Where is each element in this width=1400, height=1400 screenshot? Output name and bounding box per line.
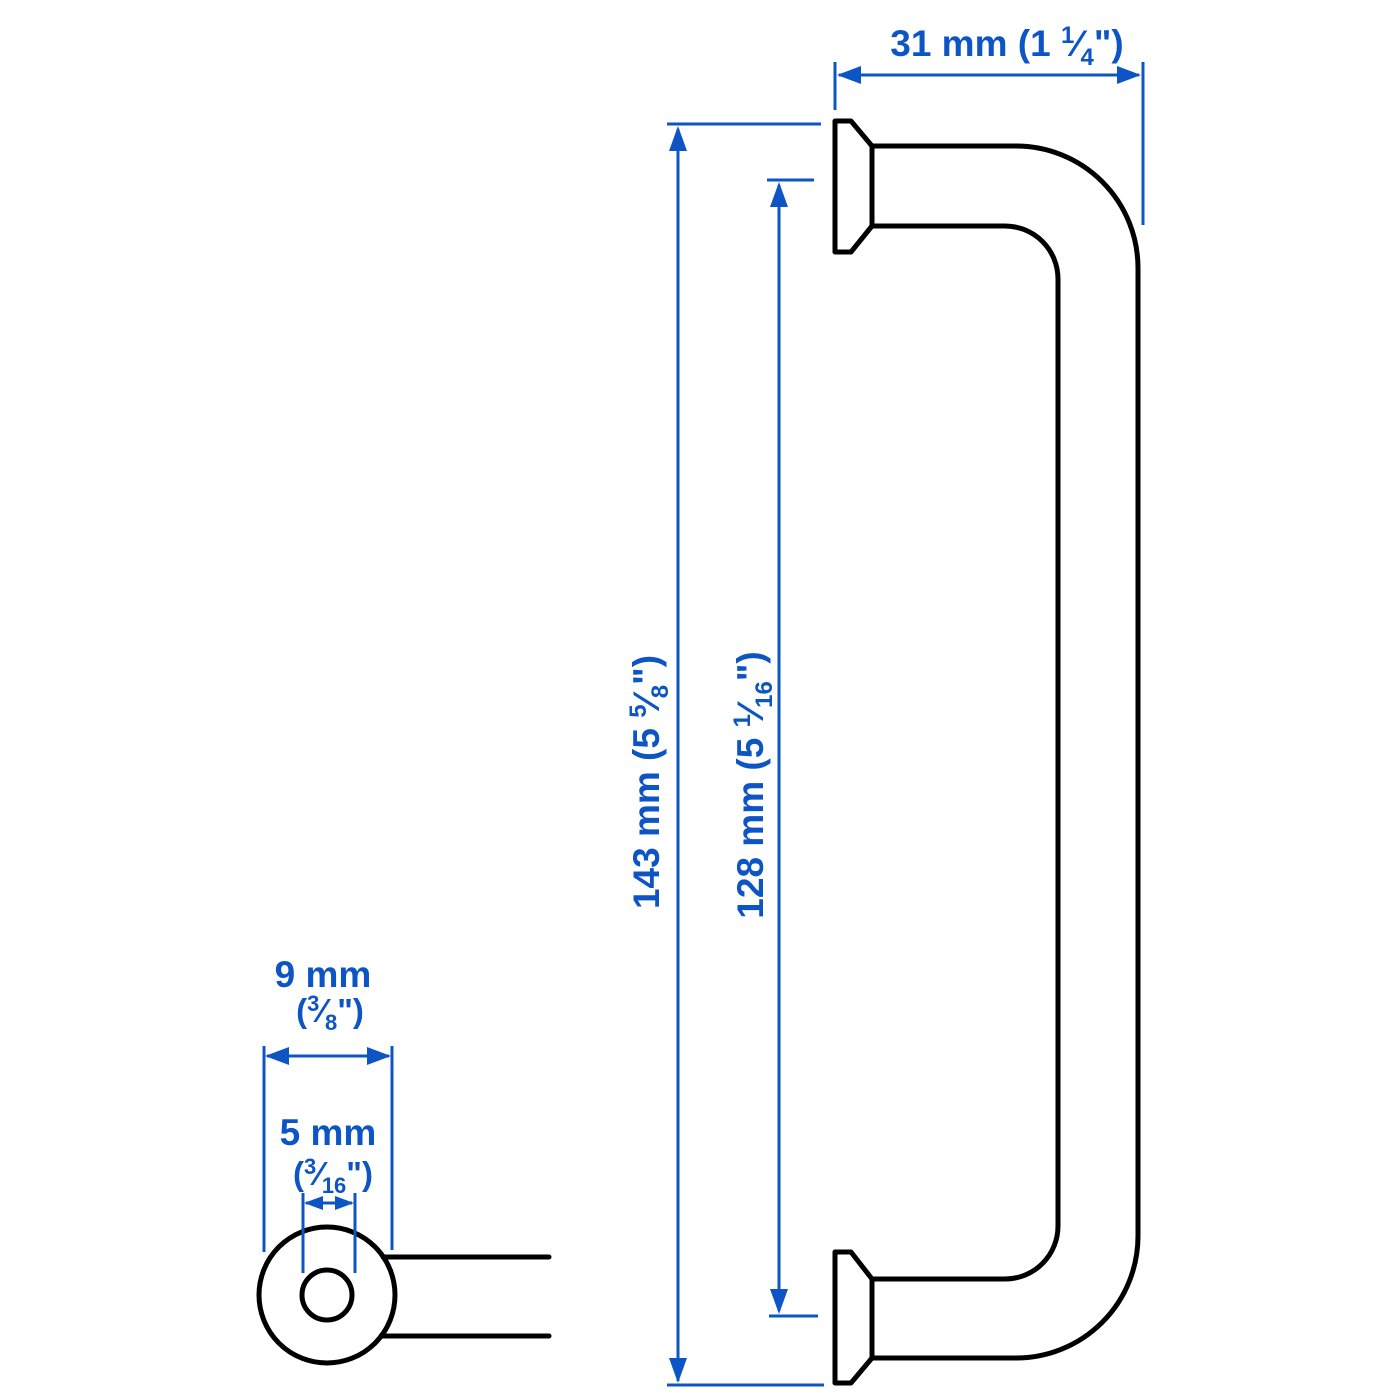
- arrowhead-right: [1117, 66, 1141, 84]
- handle-side-view: [832, 118, 1141, 1386]
- fraction-numerator: 3: [307, 991, 319, 1016]
- fraction-numerator: 1: [729, 714, 756, 727]
- handle-end-view: [256, 1224, 552, 1366]
- arrowhead-right: [367, 1047, 391, 1065]
- fraction-denominator: 8: [647, 685, 674, 698]
- width-top-label: 31 mm (1 1⁄4"): [890, 22, 1123, 71]
- label-suffix: "): [730, 651, 771, 681]
- label-prefix: (: [296, 992, 307, 1029]
- label-prefix: 143 mm (5: [626, 718, 667, 909]
- inner-diameter-inches: (3⁄16"): [293, 1154, 373, 1198]
- label-prefix: (: [293, 1155, 304, 1192]
- handle-outline: [832, 118, 1141, 1386]
- end-view-outer-circle: [256, 1224, 398, 1366]
- arrowhead-bottom: [770, 1289, 788, 1314]
- dimension-inner-diameter: 5 mm (3⁄16"): [280, 1112, 377, 1273]
- arrowhead-top: [770, 182, 788, 207]
- height-total-label: 143 mm (5 5⁄8"): [625, 655, 674, 909]
- label-suffix: "): [337, 992, 364, 1029]
- arrowhead-top: [669, 126, 687, 151]
- fraction-numerator: 5: [625, 704, 652, 717]
- fraction-numerator: 3: [304, 1154, 316, 1179]
- arrowhead-left: [304, 1196, 323, 1210]
- fraction-denominator: 16: [322, 1173, 346, 1198]
- dimension-hole-spacing: 128 mm (5 1⁄16"): [729, 178, 818, 1318]
- fraction-denominator: 8: [325, 1010, 337, 1035]
- fraction-denominator: 4: [1081, 44, 1095, 71]
- fraction-denominator: 16: [751, 681, 778, 708]
- end-view-inner-circle: [299, 1267, 355, 1323]
- arrowhead-left: [837, 66, 861, 84]
- label-suffix: "): [1094, 23, 1124, 64]
- dimension-outer-diameter: 9 mm (3⁄8"): [262, 954, 394, 1252]
- dimension-width-top: 31 mm (1 1⁄4"): [833, 22, 1145, 225]
- label-prefix: 128 mm (5: [730, 727, 771, 918]
- label-prefix: 31 mm (1: [890, 23, 1061, 64]
- arrowhead-right: [335, 1196, 354, 1210]
- outer-diameter-value: 9 mm: [275, 954, 372, 995]
- label-suffix: "): [346, 1155, 373, 1192]
- label-suffix: "): [626, 655, 667, 685]
- hole-spacing-label: 128 mm (5 1⁄16"): [729, 651, 778, 918]
- outer-diameter-inches: (3⁄8"): [296, 991, 364, 1035]
- arrowhead-bottom: [669, 1358, 687, 1383]
- fraction-numerator: 1: [1061, 22, 1074, 49]
- dimension-height-total: 143 mm (5 5⁄8"): [625, 122, 824, 1387]
- inner-diameter-value: 5 mm: [280, 1112, 377, 1153]
- arrowhead-left: [265, 1047, 289, 1065]
